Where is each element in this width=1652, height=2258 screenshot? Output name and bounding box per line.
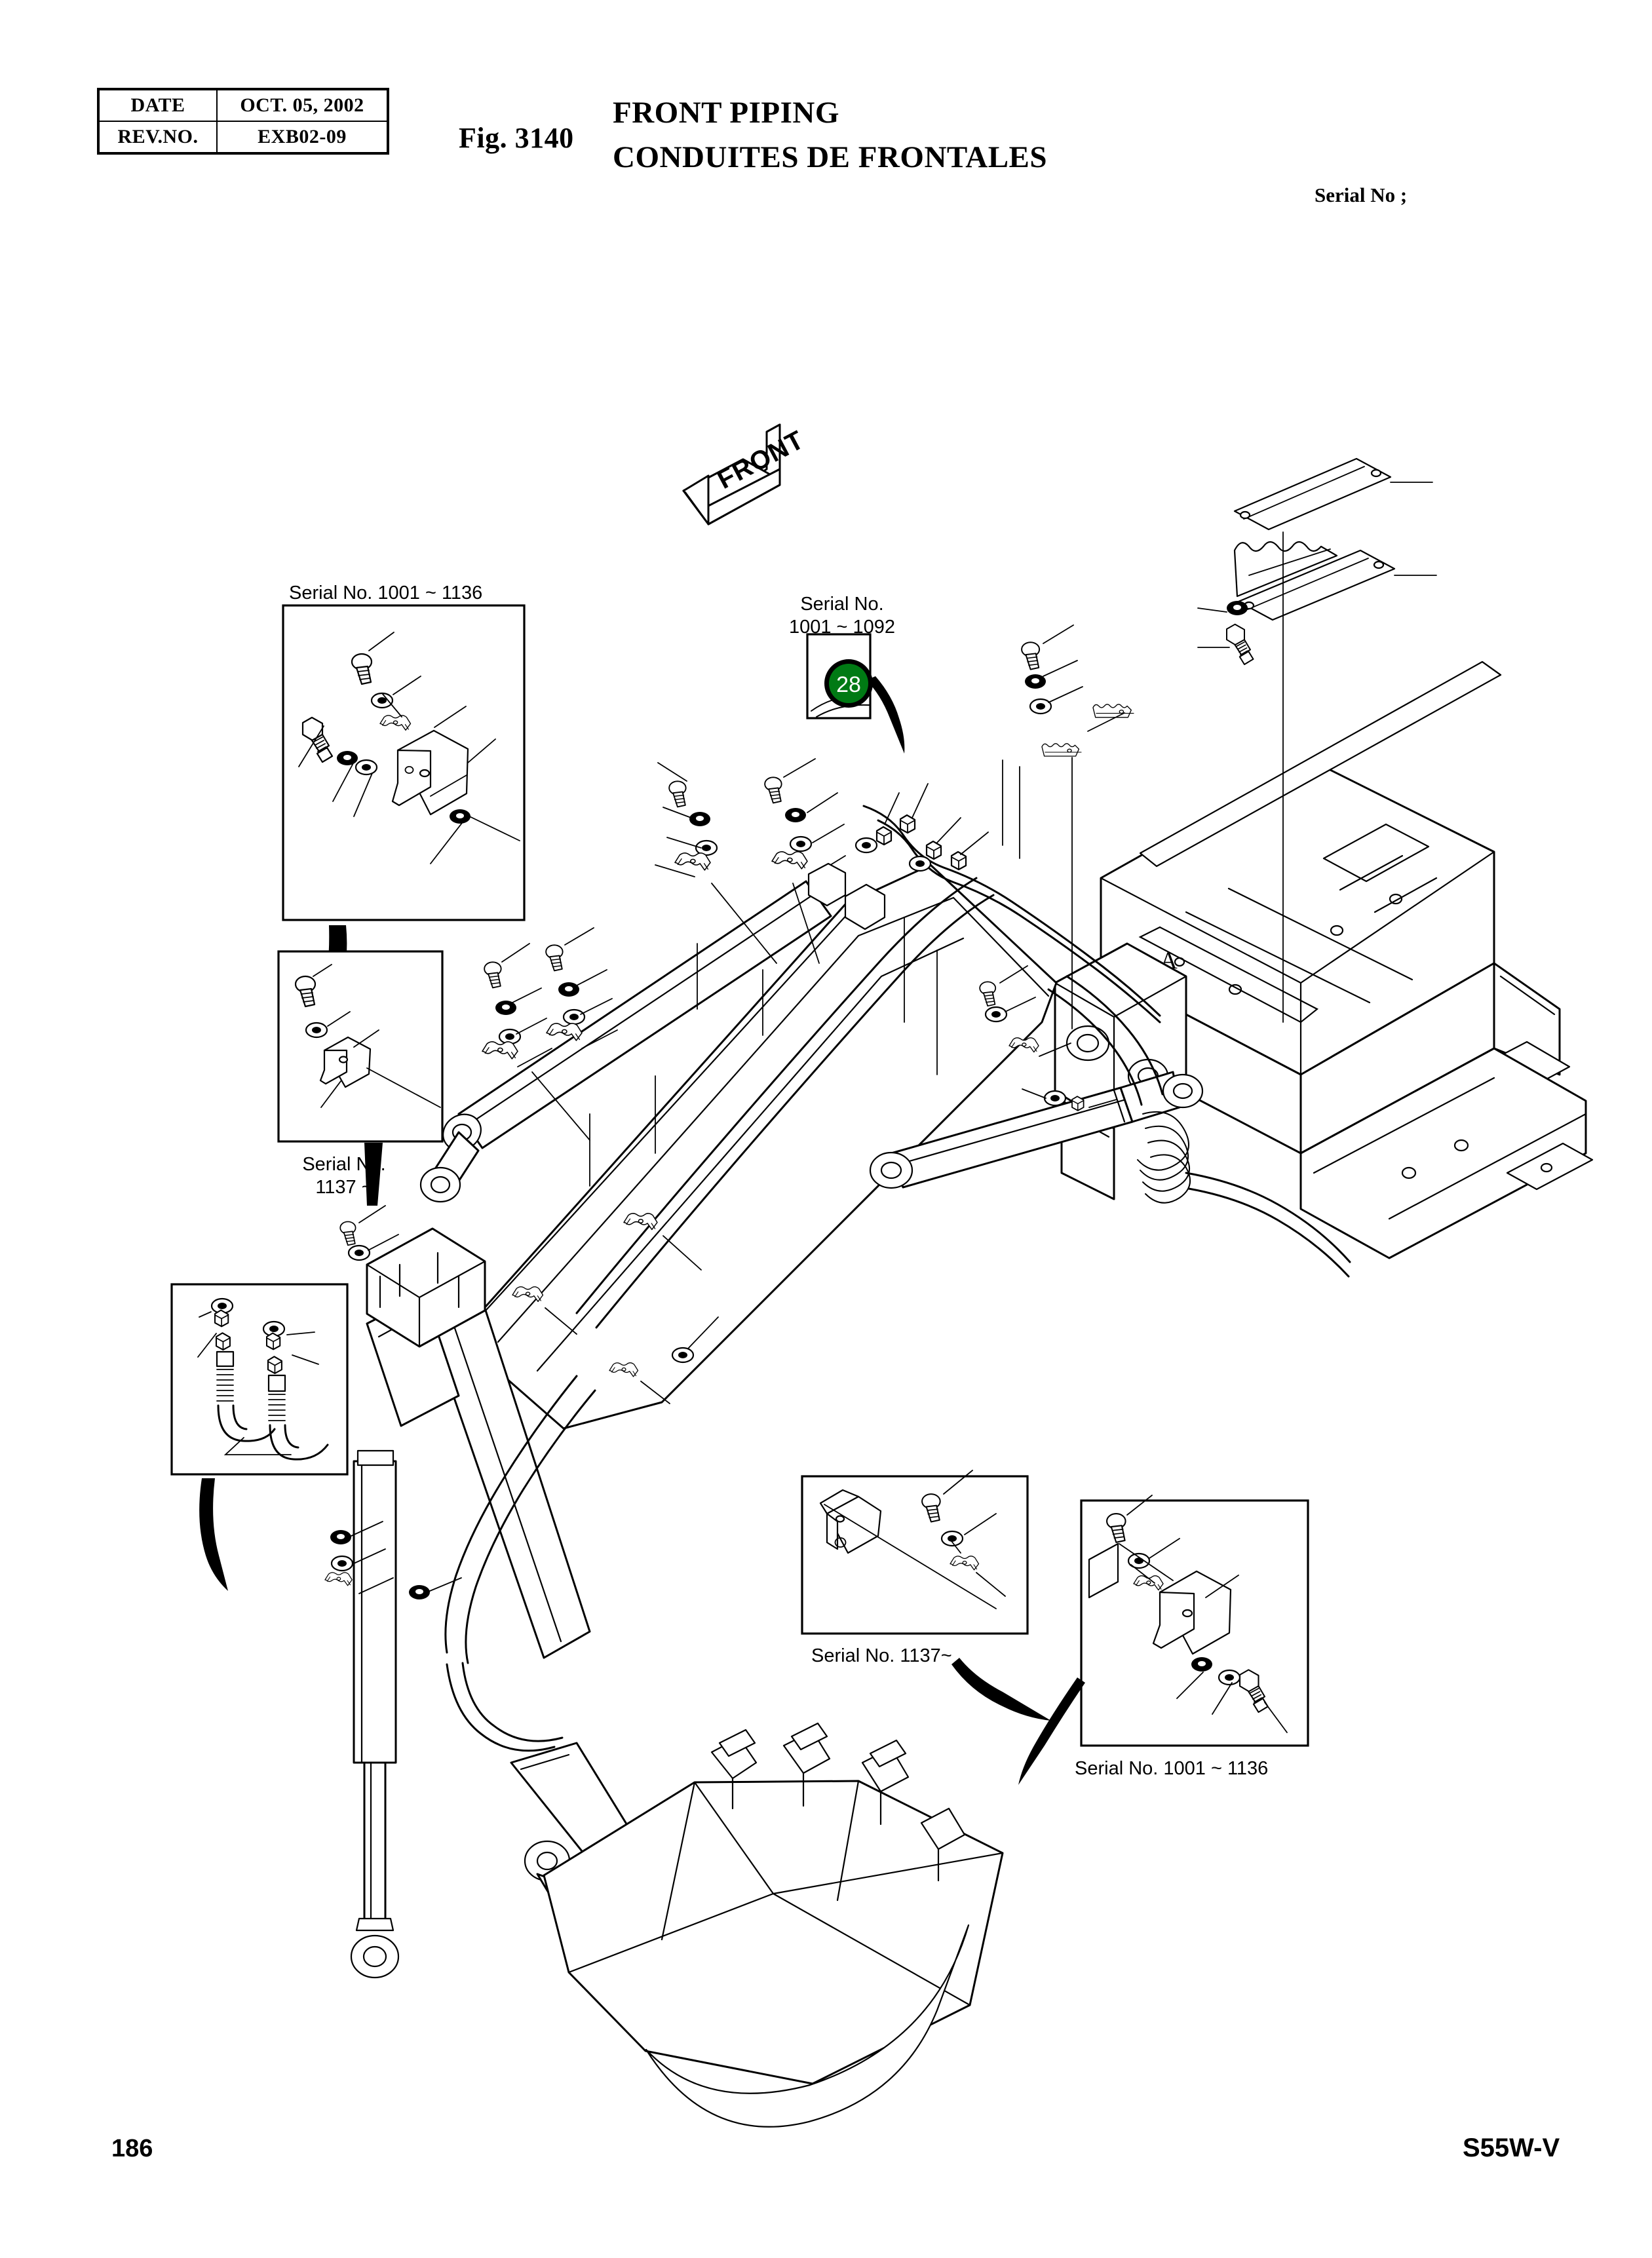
table-row: REV.NO. EXB02-09	[98, 121, 389, 154]
detail-label-top-center-line2: 1001 ~ 1092	[788, 617, 896, 638]
detail-box-bottom-center	[801, 1470, 1029, 1635]
detail-label-bottom-right: Serial No. 1001 ~ 1136	[1075, 1758, 1269, 1779]
detail-box-bottom-right	[1080, 1495, 1309, 1747]
detail-box-mid-left	[277, 950, 444, 1143]
detail-label-mid-left-line1: Serial No.	[302, 1154, 386, 1175]
figure-number: Fig. 3140	[459, 122, 574, 154]
detail-label-top-left: Serial No. 1001 ~ 1136	[289, 583, 483, 603]
detail-label-bottom-center: Serial No. 1137~	[811, 1645, 952, 1666]
rev-no-value: EXB02-09	[216, 121, 389, 154]
rev-no-label: REV.NO.	[98, 121, 218, 154]
serial-no-field-label: Serial No ;	[1315, 183, 1408, 206]
detail-box-hose-left	[170, 1283, 349, 1476]
date-value: OCT. 05, 2002	[216, 88, 389, 122]
page-title-english: FRONT PIPING	[613, 96, 839, 130]
part-callout-badge-28[interactable]: 28	[820, 655, 877, 715]
detail-label-mid-left-line2: 1137 ~	[315, 1177, 373, 1198]
table-row: DATE OCT. 05, 2002	[98, 88, 389, 122]
page-number: 186	[111, 2135, 153, 2162]
page-title-french: CONDUITES DE FRONTALES	[613, 140, 1048, 174]
badge-number-text: 28	[836, 672, 861, 697]
machine-assembly: A	[324, 457, 1594, 2128]
model-code: S55W-V	[1463, 2134, 1560, 2162]
badge-fill	[829, 664, 868, 703]
front-direction-arrow: FRONT	[682, 423, 809, 526]
detail-label-top-center-line1: Serial No.	[800, 594, 884, 615]
detail-box-top-left	[282, 604, 526, 921]
date-label: DATE	[98, 88, 218, 122]
revision-info-table: DATE OCT. 05, 2002 REV.NO. EXB02-09	[97, 88, 389, 155]
